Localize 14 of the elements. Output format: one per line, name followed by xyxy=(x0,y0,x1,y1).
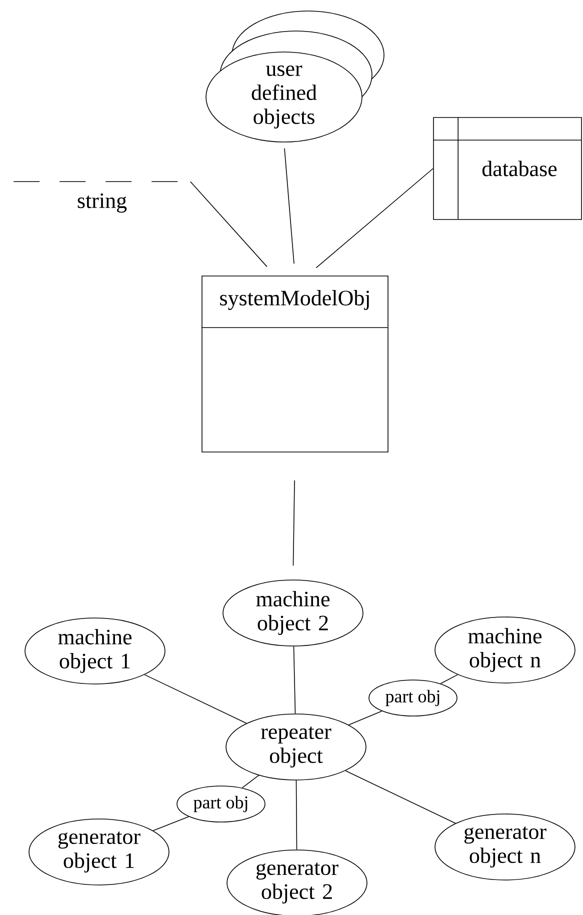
connector-line xyxy=(190,181,268,268)
connector-line xyxy=(348,710,382,726)
connector-line xyxy=(242,774,260,788)
data-store: string xyxy=(13,181,191,213)
connector-line xyxy=(316,168,434,268)
stacked-ellipses: user defined objects xyxy=(206,10,384,142)
connector-line xyxy=(345,770,456,824)
connector-line xyxy=(144,674,247,724)
connector-line xyxy=(296,780,298,850)
connector-line xyxy=(292,480,295,566)
connector-line xyxy=(152,816,190,832)
connector-line xyxy=(284,148,294,264)
connector-line xyxy=(440,674,458,684)
connector-line xyxy=(293,646,296,714)
